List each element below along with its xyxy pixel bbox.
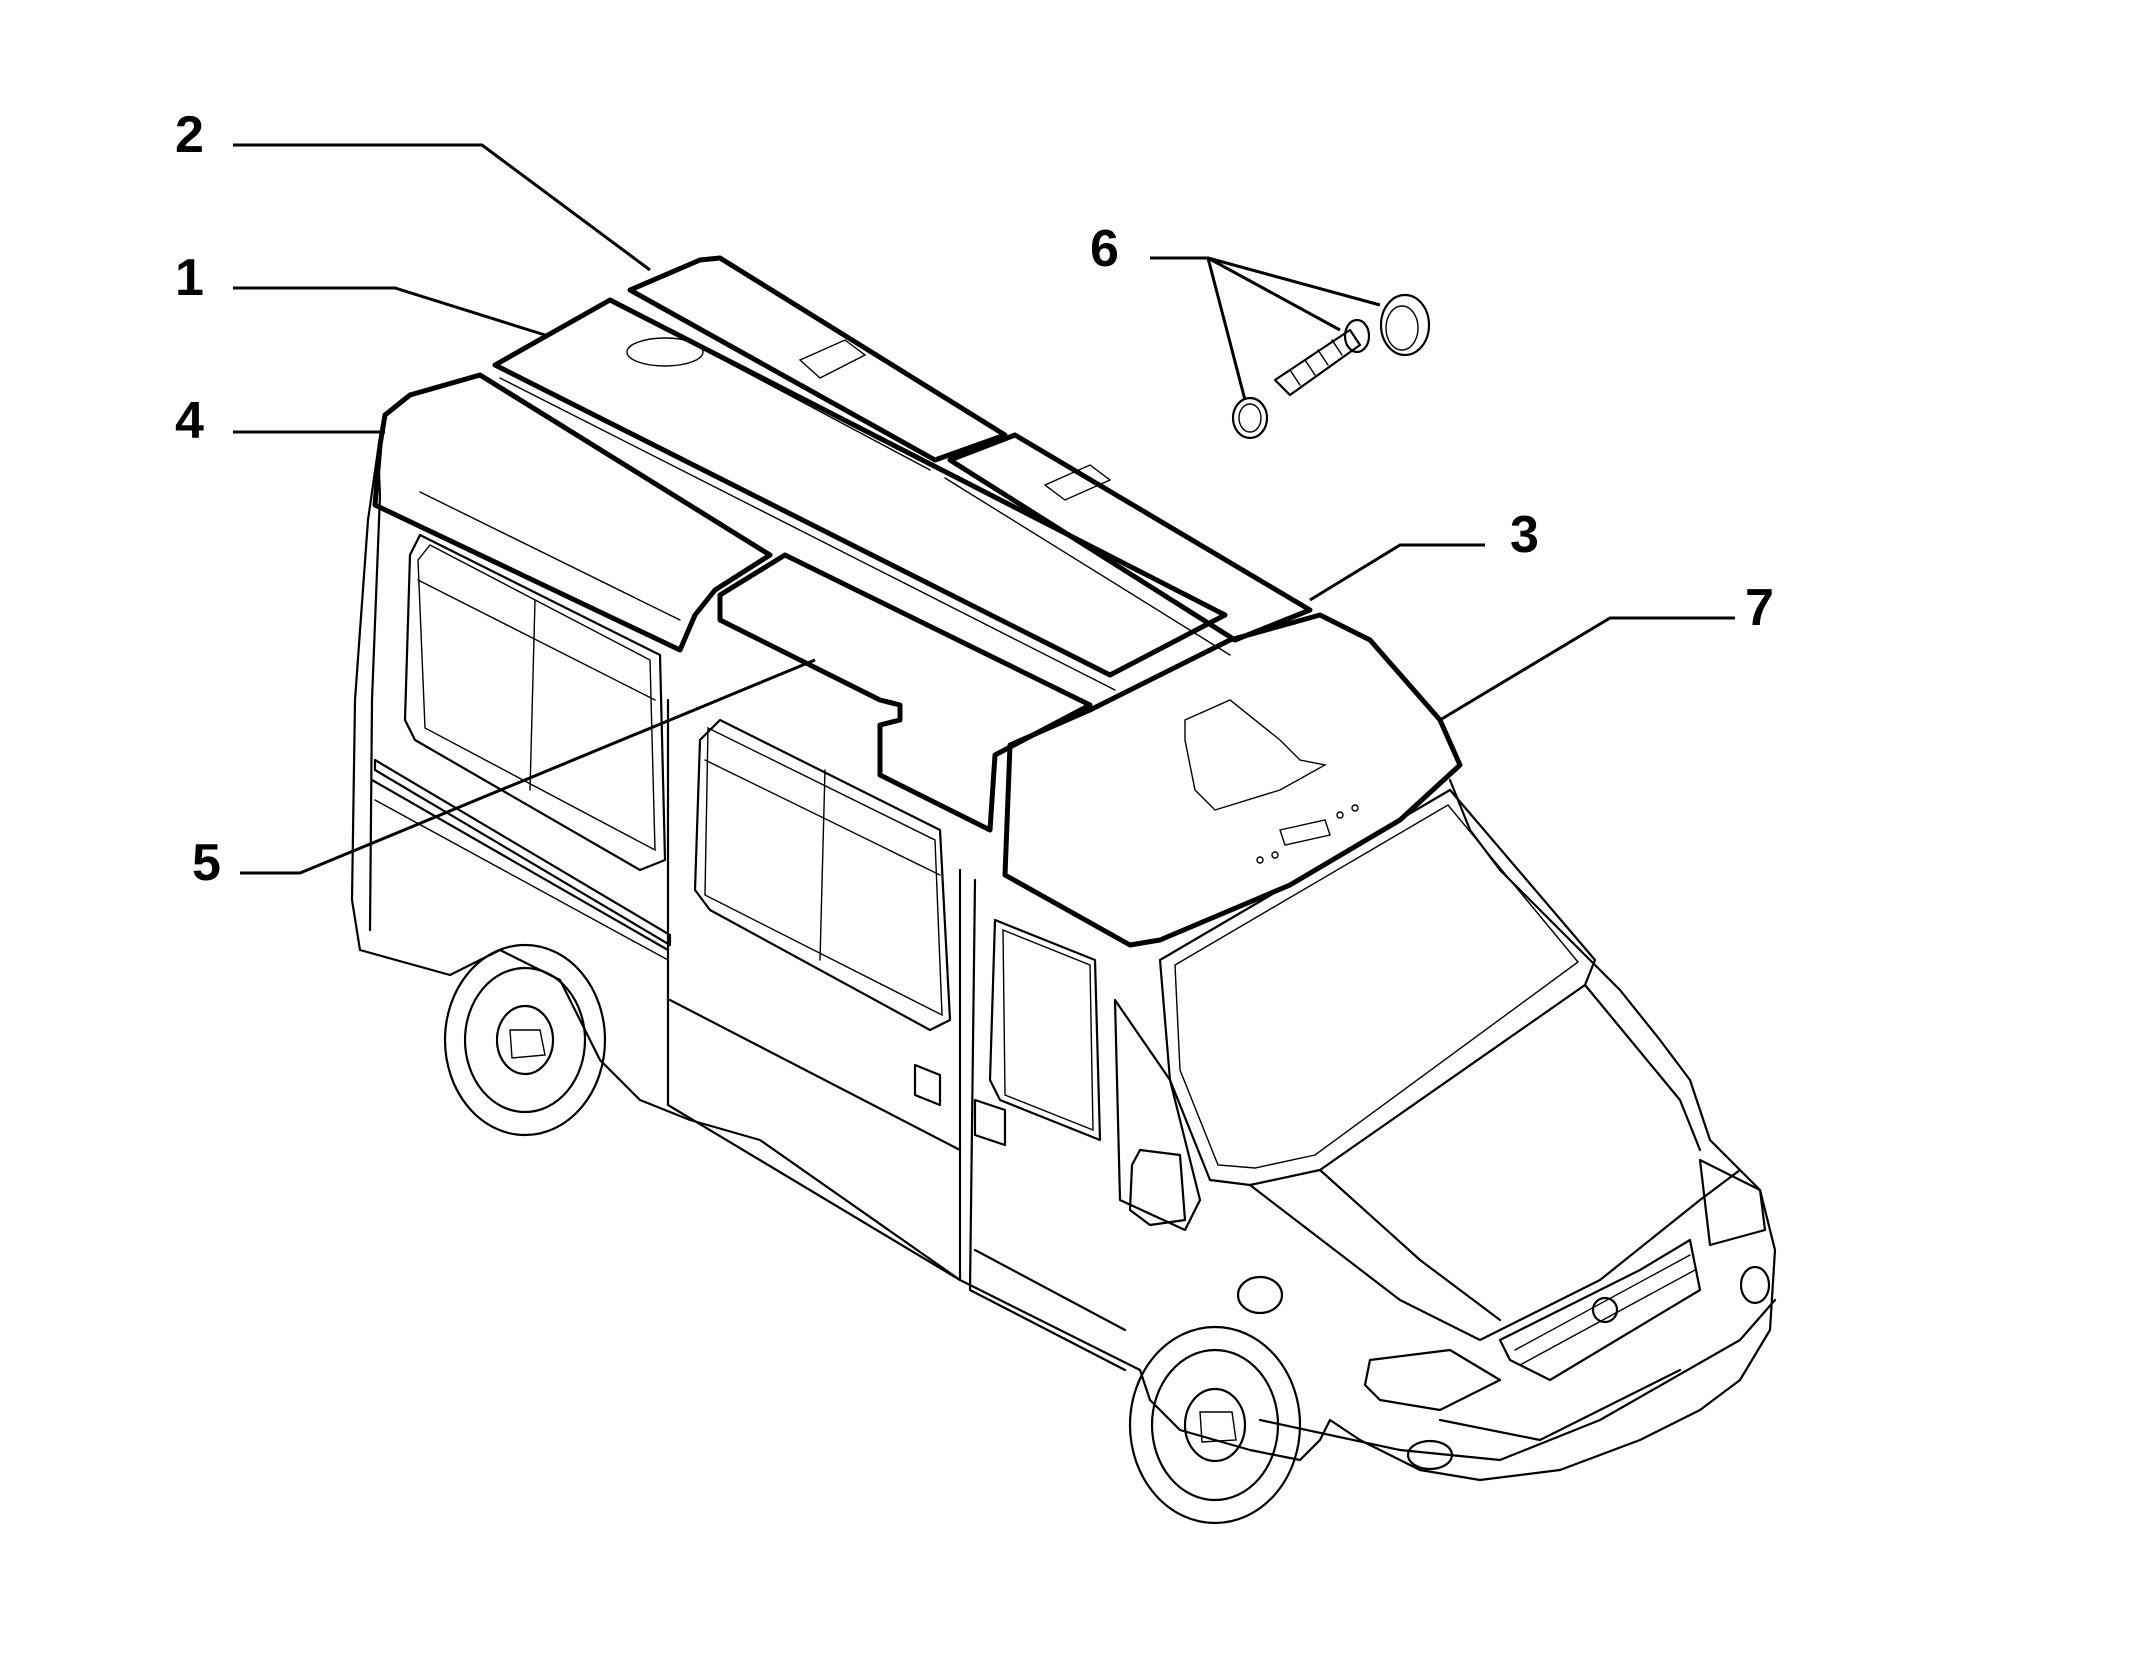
part-3-roof-panel: [947, 432, 1313, 643]
leader-6: [1150, 256, 1381, 401]
callout-5: 5: [192, 834, 221, 892]
leader-lines: [233, 143, 1735, 875]
callout-2: 2: [175, 106, 204, 164]
leader-5: [240, 658, 816, 875]
part-1-roof-panel: [492, 297, 1228, 678]
screw: [1273, 328, 1362, 397]
callout-1: 1: [175, 249, 204, 307]
roof-panels: [372, 255, 1463, 948]
part-7-cab-roof: [1002, 612, 1463, 948]
part-5-roof-panel: [717, 552, 1093, 833]
leader-2: [233, 143, 651, 272]
part-4-rear-roof-cap: [372, 372, 773, 653]
callout-3: 3: [1510, 506, 1539, 564]
callout-7: 7: [1745, 579, 1774, 637]
washer-small: [1231, 396, 1269, 440]
leader-3: [1309, 543, 1485, 602]
part-2-roof-panel: [627, 255, 1008, 463]
leader-7: [1439, 616, 1735, 722]
callout-4: 4: [175, 392, 204, 450]
callout-6: 6: [1090, 220, 1119, 278]
van-body-outline: [350, 448, 1777, 1525]
leader-1: [233, 286, 546, 337]
part-6-fastener-set: [1231, 293, 1431, 440]
callout-labels: 2 1 4 5 6 3 7: [175, 106, 1774, 892]
cap-large: [1379, 293, 1431, 357]
